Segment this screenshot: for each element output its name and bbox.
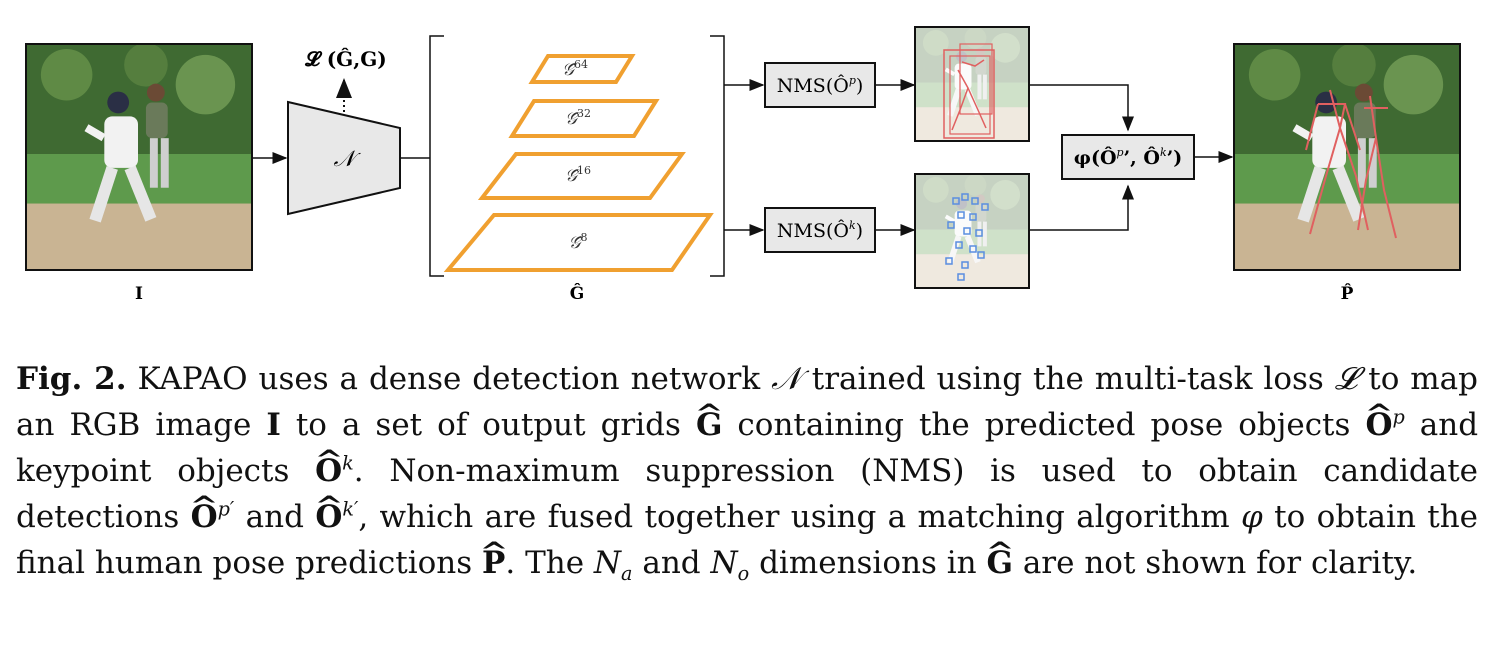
superscript: p bbox=[1392, 405, 1405, 429]
kapao-pipeline-diagram: I 𝒩 𝓛 (Ĝ,G) 𝒢̂64 𝒢̂32 𝒢̂16 𝒢̂8 Ĝ NMS(Ôp)… bbox=[25, 26, 1461, 304]
caption-text: and keypoint objects bbox=[16, 407, 1479, 489]
svg-text:𝒢̂8: 𝒢̂8 bbox=[568, 231, 587, 253]
svg-text:𝒢̂32: 𝒢̂32 bbox=[565, 107, 591, 129]
symbol-objects: O bbox=[1365, 402, 1392, 448]
superscript: k′ bbox=[342, 497, 359, 521]
fusion-block: φ(Ôp’, Ôk’) bbox=[1061, 134, 1195, 180]
svg-text:φ(Ôp’, Ôk’): φ(Ôp’, Ôk’) bbox=[1074, 146, 1182, 169]
connector-keypoint-to-fusion bbox=[1029, 184, 1134, 231]
output-pose-label: P̂ bbox=[1341, 284, 1354, 304]
caption-text: . The bbox=[505, 545, 585, 581]
figure-caption: Fig. 2. KAPAO uses a dense detection net… bbox=[16, 356, 1478, 586]
caption-text: to a set of output grids bbox=[295, 407, 681, 443]
grid-32: 𝒢̂32 bbox=[508, 99, 660, 138]
caption-text: and bbox=[642, 545, 701, 581]
caption-text: KAPAO uses a dense detection network bbox=[137, 361, 761, 397]
grids-label: Ĝ bbox=[570, 283, 585, 304]
symbol-network: 𝒩 bbox=[771, 361, 801, 397]
symbol-n: N bbox=[710, 545, 738, 581]
symbol-phi: φ bbox=[1241, 499, 1263, 535]
network-block bbox=[287, 100, 401, 216]
svg-text:𝒢̂64: 𝒢̂64 bbox=[562, 58, 588, 80]
nms-keypoint-block: NMS(Ôk) bbox=[764, 207, 876, 253]
caption-text: and bbox=[245, 499, 304, 535]
superscript: k bbox=[342, 451, 354, 475]
caption-text: trained using the multi-task loss bbox=[811, 361, 1324, 397]
grid-8: 𝒢̂8 bbox=[443, 213, 714, 272]
symbol-n: N bbox=[593, 545, 622, 581]
caption-text: to obtain the final human pose predictio… bbox=[16, 499, 1479, 581]
symbol-predictions: P bbox=[482, 540, 505, 586]
grids-right-bracket bbox=[710, 35, 725, 277]
symbol-objects: O bbox=[191, 494, 218, 540]
figure-label: Fig. 2. bbox=[16, 361, 127, 397]
symbol-grids: G bbox=[986, 540, 1012, 586]
nms-pose-block: NMS(Ôp) bbox=[764, 62, 876, 108]
output-pose-image bbox=[1233, 43, 1461, 271]
input-image bbox=[25, 43, 253, 271]
pose-detections-image bbox=[914, 26, 1030, 142]
svg-text:NMS(Ôp): NMS(Ôp) bbox=[777, 74, 864, 97]
svg-text:𝒢̂16: 𝒢̂16 bbox=[565, 164, 591, 186]
keypoint-detections-image bbox=[914, 173, 1030, 289]
grid-16: 𝒢̂16 bbox=[477, 152, 686, 200]
symbol-objects: O bbox=[315, 494, 342, 540]
symbol-grids: G bbox=[696, 402, 722, 448]
symbol-image: I bbox=[266, 407, 281, 443]
subscript: a bbox=[621, 562, 633, 586]
input-image-label: I bbox=[135, 284, 143, 304]
caption-text: . Non-maximum suppression (NMS) is used … bbox=[16, 453, 1479, 535]
caption-text: containing the predicted pose objects bbox=[737, 407, 1351, 443]
superscript: p′ bbox=[217, 497, 235, 521]
grid-64: 𝒢̂64 bbox=[528, 54, 636, 84]
caption-text: dimensions in bbox=[759, 545, 977, 581]
grids-left-bracket bbox=[429, 35, 444, 277]
svg-text:NMS(Ôk): NMS(Ôk) bbox=[777, 219, 863, 242]
caption-text: are not shown for clarity. bbox=[1022, 545, 1418, 581]
symbol-loss: 𝓛 bbox=[1334, 361, 1358, 397]
loss-label: 𝓛 (Ĝ,G) bbox=[304, 46, 387, 71]
subscript: o bbox=[737, 562, 750, 586]
connector-pose-to-fusion bbox=[1029, 84, 1134, 132]
caption-text: to map an RGB image bbox=[16, 361, 1479, 443]
